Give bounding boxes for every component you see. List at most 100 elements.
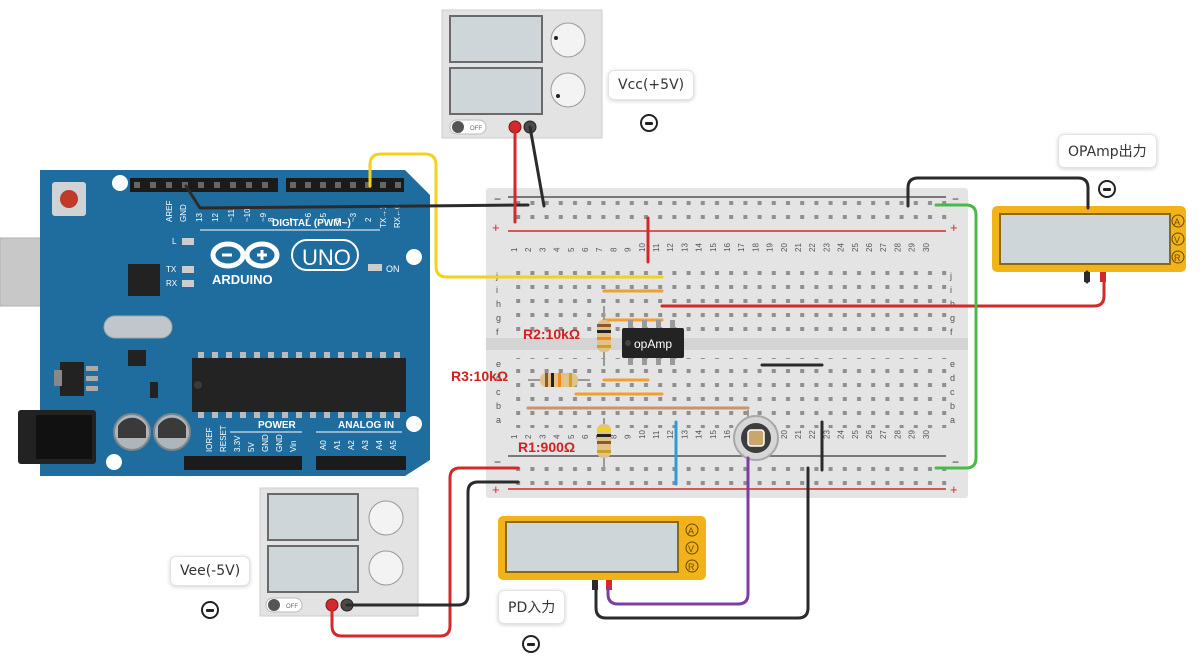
mode-r-label: R xyxy=(1174,253,1181,263)
current-knob[interactable] xyxy=(368,550,404,586)
row-letter: c xyxy=(496,387,501,397)
arduino-board: AREF GND 13 12 ~11 ~10 ~9 8 7 ~6 ~5 4 ~3… xyxy=(0,170,430,476)
analog-pin-label: A5 xyxy=(389,440,398,450)
black-wire xyxy=(345,480,520,607)
resistor-r2-label: R2:10kΩ xyxy=(523,326,581,342)
pin-label: 4 xyxy=(334,217,343,222)
column-number: 12 xyxy=(666,430,675,439)
mode-a-label: A xyxy=(688,526,694,536)
mode-v[interactable] xyxy=(1171,232,1185,246)
power-pin-label: GND xyxy=(261,434,270,452)
column-number: 3 xyxy=(538,434,547,439)
remove-vee-icon[interactable] xyxy=(201,601,219,619)
mode-r-label: R xyxy=(688,562,695,572)
arduino-model: UNO xyxy=(302,245,351,270)
power-supply-vee[interactable]: OFF xyxy=(259,487,419,617)
resistor-r1[interactable] xyxy=(597,418,611,470)
pin-label: ~9 xyxy=(259,212,268,222)
pin-label: TX→1 xyxy=(379,205,388,228)
rail-plus-sign: + xyxy=(492,482,500,497)
column-number: 13 xyxy=(680,430,689,439)
on-label: ON xyxy=(386,264,400,274)
row-letter: g xyxy=(496,313,501,323)
row-letter: e xyxy=(950,359,955,369)
voltage-knob[interactable] xyxy=(368,500,404,536)
power-header-label: POWER xyxy=(258,420,297,431)
yellow-wire xyxy=(368,152,664,279)
row-letter: b xyxy=(496,401,501,411)
row-letter: j xyxy=(949,271,952,281)
pin-label: ~6 xyxy=(304,212,313,222)
column-number: 15 xyxy=(709,243,718,252)
column-number: 30 xyxy=(922,243,931,252)
column-number: 14 xyxy=(695,430,704,439)
resistor-r2[interactable] xyxy=(597,306,611,366)
column-number: 1 xyxy=(510,434,519,439)
mode-v[interactable] xyxy=(685,541,699,555)
column-number: 1 xyxy=(510,247,519,252)
crystal xyxy=(103,315,173,339)
mode-r[interactable] xyxy=(685,559,699,573)
purple-wire xyxy=(606,456,750,606)
column-number: 4 xyxy=(553,247,562,252)
power-pin-label: IOREF xyxy=(205,427,214,452)
multimeter-opamp-out[interactable]: A V R xyxy=(992,206,1186,282)
column-number: 7 xyxy=(595,247,604,252)
column-number: 29 xyxy=(908,243,917,252)
column-number: 10 xyxy=(638,430,647,439)
column-number: 8 xyxy=(609,247,618,252)
power-supply-vcc[interactable]: OFF xyxy=(441,9,603,139)
power-pin-label: GND xyxy=(275,434,284,452)
rail-plus-sign: + xyxy=(950,220,958,235)
column-number: 6 xyxy=(581,247,590,252)
remove-opamp-out-icon[interactable] xyxy=(1098,180,1116,198)
photodiode[interactable] xyxy=(733,410,779,461)
resistor-r3[interactable] xyxy=(528,373,590,387)
row-letter: a xyxy=(496,415,501,425)
column-number: 23 xyxy=(822,430,831,439)
column-number: 23 xyxy=(822,243,831,252)
row-letter: d xyxy=(950,373,955,383)
voltage-knob[interactable] xyxy=(550,22,586,58)
pin-label: 13 xyxy=(195,213,204,222)
analog-header xyxy=(316,456,406,470)
pin-label: ~11 xyxy=(227,208,236,222)
red-wire xyxy=(660,278,1106,308)
column-number: 27 xyxy=(879,430,888,439)
row-letter: h xyxy=(950,299,955,309)
mode-a[interactable] xyxy=(685,523,699,537)
usb-chip xyxy=(128,264,160,296)
callout-vee: Vee(-5V) xyxy=(170,556,251,586)
atmega-chip xyxy=(192,358,406,412)
row-letter: b xyxy=(950,401,955,411)
remove-vcc-icon[interactable] xyxy=(640,114,658,132)
rail-minus-sign: − xyxy=(952,192,959,206)
mode-r[interactable] xyxy=(1171,250,1185,264)
column-number: 9 xyxy=(624,434,633,439)
remove-pd-in-icon[interactable] xyxy=(522,635,540,653)
black-wire xyxy=(528,125,546,208)
current-knob[interactable] xyxy=(550,72,586,108)
column-number: 20 xyxy=(780,430,789,439)
multimeter-pd-in[interactable]: A V R xyxy=(498,516,706,590)
row-letter: c xyxy=(950,387,955,397)
row-letter: h xyxy=(496,299,501,309)
power-pin-label: 3.3V xyxy=(233,435,242,452)
mode-a[interactable] xyxy=(1171,214,1185,228)
power-pin-label: RESET xyxy=(219,425,228,452)
black-wire xyxy=(184,184,530,210)
opamp-chip[interactable]: opAmp xyxy=(622,320,684,365)
column-number: 5 xyxy=(567,434,576,439)
column-number: 21 xyxy=(794,243,803,252)
column-number: 5 xyxy=(567,247,576,252)
column-number: 15 xyxy=(709,430,718,439)
column-number: 10 xyxy=(638,243,647,252)
mode-a-label: A xyxy=(1174,217,1180,227)
off-label: OFF xyxy=(470,126,482,132)
column-number: 4 xyxy=(553,434,562,439)
row-letter: d xyxy=(496,373,501,383)
analog-pin-label: A3 xyxy=(361,440,370,450)
